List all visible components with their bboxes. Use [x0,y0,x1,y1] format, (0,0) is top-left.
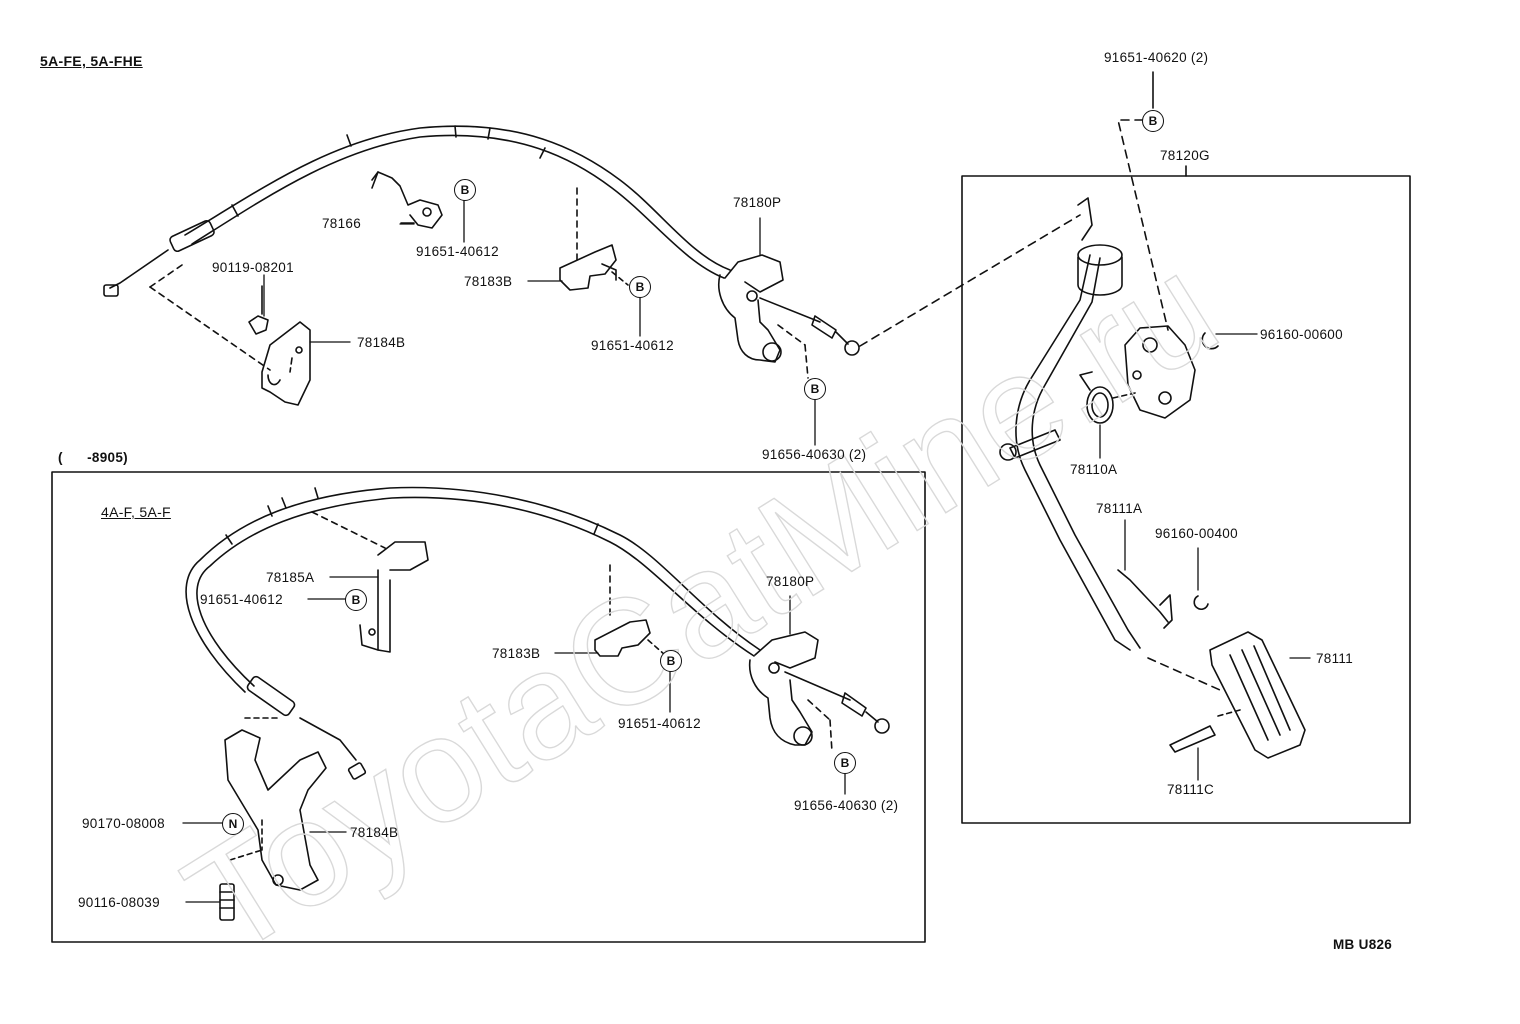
clamp-78183b [559,187,629,291]
label-inset-bolt-b: 91651-40612 [618,716,701,731]
label-cable-main: 78180P [733,195,782,210]
inset-frame [51,471,926,943]
nut-symbol-n: N [222,813,244,835]
header-inset-engine: 4A-F, 5A-F [101,504,171,520]
label-clamp-mid: 78183B [464,274,513,289]
label-pedal-assy: 78120G [1160,148,1210,163]
diagram-code: MB U826 [1333,937,1393,952]
header-inset-range: ( -8905) [58,450,128,465]
label-pedal-arm: 78111A [1096,501,1143,516]
inset-accelerator-cable [185,486,761,780]
label-clip-right: 96160-00600 [1260,327,1343,342]
label-bolt-d: 91656-40630 (2) [762,447,867,462]
inset-bracket-78184b [219,717,327,921]
inset-clamp-78185a [359,541,429,653]
label-inset-bolt-c: 91656-40630 (2) [794,798,899,813]
label-bolt-a: 91651-40612 [416,244,499,259]
label-top-bolt: 91651-40620 (2) [1104,50,1209,65]
pedal-frame [961,175,1411,824]
bolt-symbol-b: B [345,589,367,611]
pedal-assembly [999,197,1306,759]
label-pedal-pad: 78111 [1316,651,1354,666]
bolt-symbol-b: B [804,378,826,400]
label-inset-plug: 90116-08039 [78,895,160,910]
label-inset-clamp: 78185A [266,570,315,585]
inset-cable-bracket [748,631,890,753]
label-bolt-b: 90119-08201 [212,260,294,275]
bolt-symbol-b: B [834,752,856,774]
leader-lines [182,199,1311,903]
label-inset-nut: 90170-08008 [82,816,165,831]
label-pin: 78111C [1167,782,1215,797]
bolt-symbol-b: B [660,650,682,672]
label-bolt-c: 91651-40612 [591,338,674,353]
clamp-78166 [371,171,443,229]
header-engine-top: 5A-FE, 5A-FHE [40,53,143,69]
bolt-symbol-b: B [1142,110,1164,132]
label-inset-clamp-mid: 78183B [492,646,541,661]
label-inset-bracket: 78184B [350,825,399,840]
label-inset-bolt-a: 91651-40612 [200,592,283,607]
bolt-symbol-b: B [454,179,476,201]
bolt-symbol-b: B [629,276,651,298]
label-spring: 78110A [1070,462,1118,477]
label-clamp-top: 78166 [322,216,362,231]
label-bracket-top: 78184B [357,335,406,350]
bracket-78184b [248,285,311,406]
top-accelerator-cable [103,125,731,371]
label-inset-cable: 78180P [766,574,815,589]
inset-clamp-78183b [594,564,666,657]
cable-bracket-78180p [718,214,1081,379]
label-clip-small: 96160-00400 [1155,526,1238,541]
